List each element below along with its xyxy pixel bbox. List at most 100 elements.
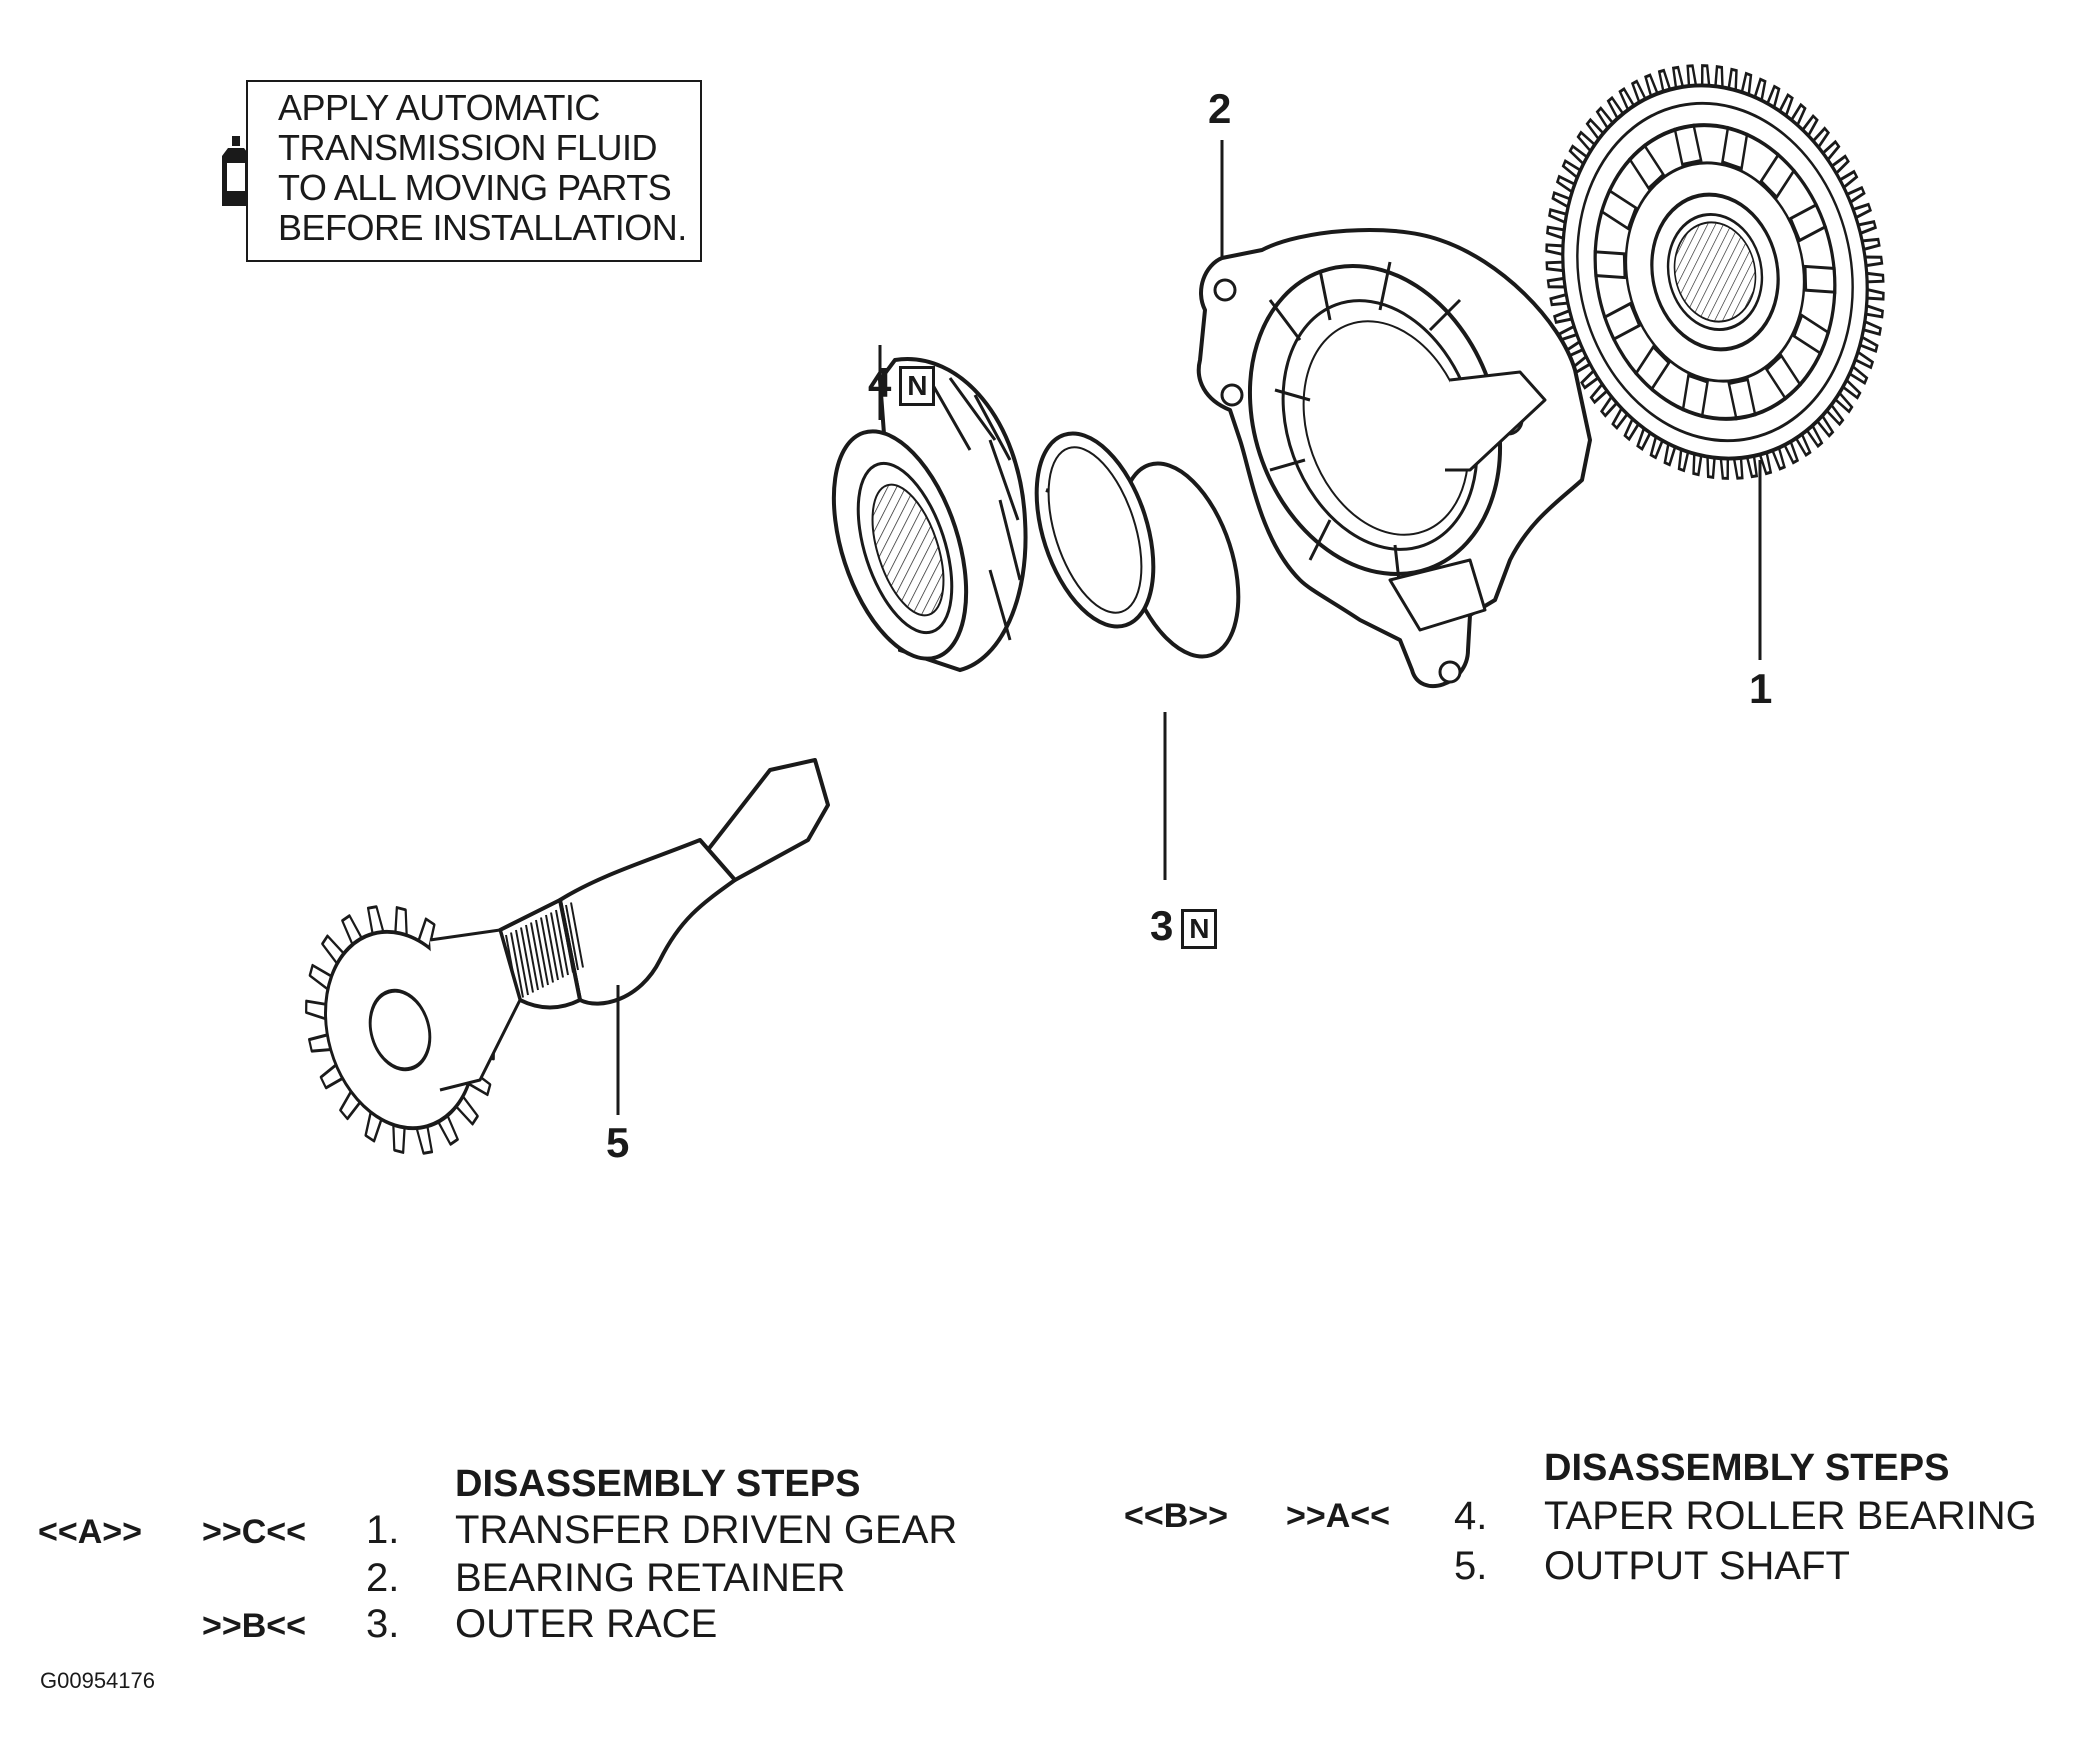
gear-tooth <box>1824 402 1845 427</box>
gear-tooth <box>1753 77 1767 103</box>
gear-tooth <box>1851 202 1872 220</box>
step-number: 3. <box>366 1602 400 1646</box>
callout-2: 2 <box>1208 88 1231 130</box>
shaft-spline <box>550 912 564 978</box>
shaft-spline <box>570 902 584 968</box>
gear-tooth <box>1800 113 1819 139</box>
shaft-spline <box>545 914 559 981</box>
shaft-spline <box>555 909 569 976</box>
gear-dog <box>1764 353 1803 401</box>
gear-tooth <box>1833 390 1854 414</box>
gear-dog <box>1792 313 1831 356</box>
gear-tooth <box>1714 65 1724 90</box>
gear-tooth <box>1840 377 1862 400</box>
callout-number: 1 <box>1749 665 1773 712</box>
gear-tooth <box>1595 106 1615 131</box>
note-text: APPLY AUTOMATIC TRANSMISSION FLUID TO AL… <box>278 88 687 248</box>
gear-tooth <box>1765 84 1781 110</box>
gear-tooth <box>1745 453 1759 479</box>
gear-tooth <box>1551 191 1572 210</box>
step-code: >>B<< <box>202 1607 306 1645</box>
gear-tooth <box>1671 65 1685 91</box>
gear-tooth <box>308 963 334 992</box>
note-line: TO ALL MOVING PARTS <box>278 167 672 208</box>
gear-tooth <box>1820 139 1841 163</box>
gear-tooth <box>1732 455 1744 480</box>
gear-tooth <box>1770 445 1786 471</box>
taper-roller-bearing-drawing <box>831 345 1028 673</box>
gear-tooth <box>1858 334 1879 353</box>
outer-race-drawing <box>1034 431 1241 880</box>
gear-dog <box>1627 143 1666 191</box>
gear-tooth <box>1568 144 1590 167</box>
gear-tooth <box>1719 456 1730 480</box>
gear-tooth <box>1700 64 1711 88</box>
step-code: <<A>> <box>38 1513 142 1551</box>
gear-tooth <box>1677 447 1690 473</box>
gear-tooth <box>1863 255 1884 268</box>
note-line: BEFORE INSTALLATION. <box>278 207 687 248</box>
callout-1: 1 <box>1749 668 1772 710</box>
gear-dog <box>1727 377 1757 421</box>
gear-tooth <box>1865 271 1885 284</box>
gear-tooth <box>1589 381 1610 405</box>
gear-tooth <box>366 905 385 936</box>
gear-tooth <box>1845 185 1866 205</box>
step-number: 1. <box>366 1508 400 1552</box>
note-divider <box>700 82 702 260</box>
steps-header: DISASSEMBLY STEPS <box>455 1463 861 1505</box>
gear-tooth <box>1811 126 1831 150</box>
step-number: 4. <box>1454 1494 1488 1538</box>
gear-tooth <box>1636 425 1653 452</box>
gear-tooth <box>1782 439 1800 465</box>
gear-tooth <box>1576 130 1597 154</box>
gear-tooth <box>308 1033 333 1053</box>
shaft-spline <box>525 924 539 991</box>
gear-dog <box>1602 301 1641 342</box>
gear-tooth <box>1545 243 1565 257</box>
gear-tooth <box>1758 450 1773 476</box>
gear-tooth <box>1864 303 1884 319</box>
gear-tooth <box>1686 64 1698 89</box>
step-name: TRANSFER DRIVEN GEAR <box>455 1508 958 1552</box>
gear-tooth <box>1606 95 1626 121</box>
shaft-spline <box>540 917 554 983</box>
gear-tooth <box>1552 308 1574 324</box>
callout-number: 3 <box>1150 902 1174 949</box>
step-name: OUTPUT SHAFT <box>1544 1544 1850 1588</box>
step-number: 2. <box>366 1556 400 1600</box>
gear-tooth <box>1777 92 1794 119</box>
gear-tooth <box>1580 368 1601 390</box>
shaft-spline <box>520 927 534 993</box>
step-name: BEARING RETAINER <box>455 1556 846 1600</box>
gear-tooth <box>1585 117 1606 142</box>
gear-tooth <box>1829 154 1850 176</box>
figure-id: G00954176 <box>40 1668 155 1693</box>
gear-tooth <box>1865 287 1885 301</box>
gear-tooth <box>305 999 328 1021</box>
gear-tooth <box>1546 225 1566 241</box>
gear-tooth <box>1618 86 1636 113</box>
gear-tooth <box>1856 220 1878 236</box>
shaft-spline <box>510 932 524 998</box>
steps-header: DISASSEMBLY STEPS <box>1544 1447 1950 1489</box>
gear-tooth <box>1657 68 1672 94</box>
shaft-spline <box>530 922 544 988</box>
gear-dog <box>1673 123 1703 167</box>
callout-number: 2 <box>1208 85 1232 132</box>
gear-tooth <box>1789 102 1807 128</box>
gear-tooth <box>1727 67 1738 93</box>
step-name: TAPER ROLLER BEARING <box>1544 1494 2037 1538</box>
gear-tooth <box>394 906 408 938</box>
new-part-badge: N <box>1181 909 1218 949</box>
callout-number: 5 <box>606 1119 630 1166</box>
bearing-retainer-drawing <box>1196 140 1592 689</box>
gear-dog <box>1721 125 1749 171</box>
gear-tooth <box>1861 319 1882 337</box>
gear-tooth <box>1804 423 1824 449</box>
gear-tooth <box>1623 416 1641 442</box>
gear-tooth <box>1630 79 1648 105</box>
gear-tooth <box>1860 237 1881 252</box>
